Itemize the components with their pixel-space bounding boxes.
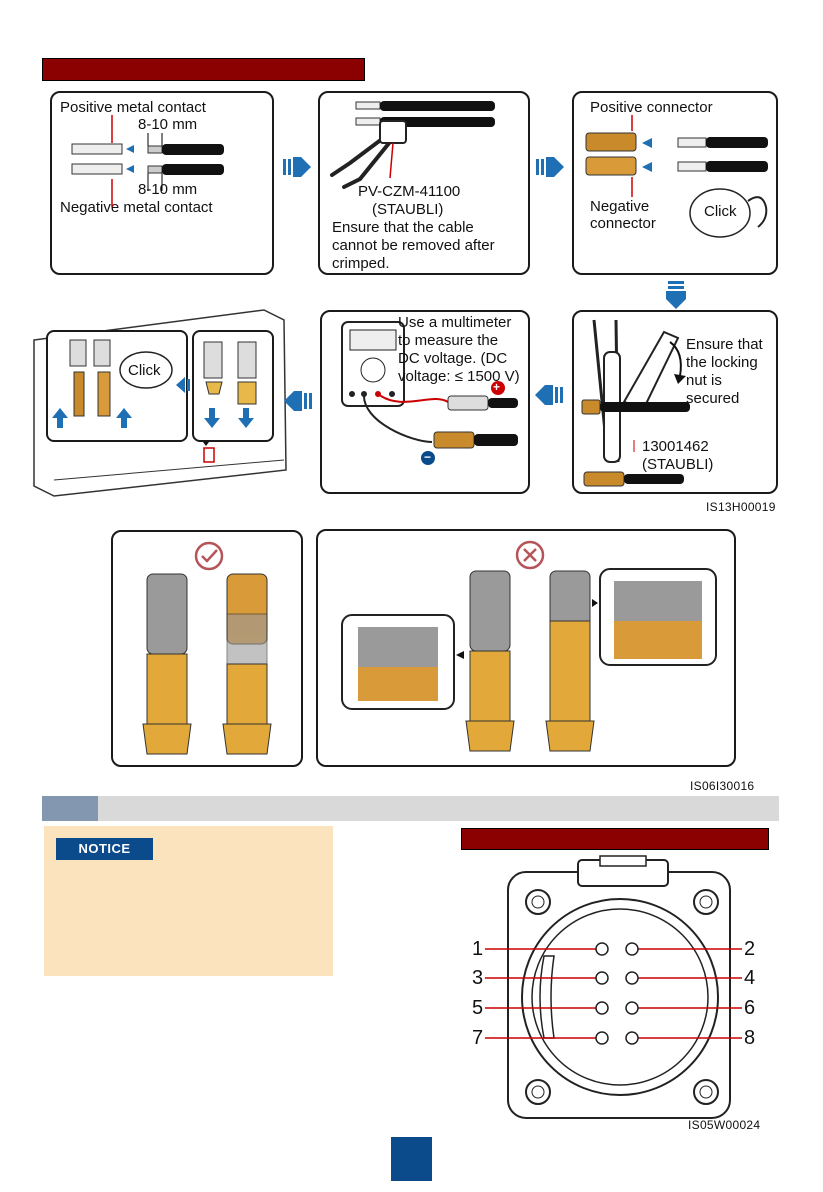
pin-label-3: 3 <box>472 967 484 989</box>
pin-label-2: 2 <box>744 938 756 960</box>
section-header-bar <box>42 796 779 821</box>
arrow-right-icon <box>283 157 311 177</box>
positive-connector-label: Positive connector <box>590 99 713 116</box>
locking-nut-text-line1: Ensure that <box>686 336 763 353</box>
pin-label-4: 4 <box>744 967 756 989</box>
pin-label-1: 1 <box>472 938 484 960</box>
arrow-down-icon <box>666 281 686 309</box>
strip-length-top: 8-10 mm <box>138 116 198 133</box>
pin-label-8: 8 <box>744 1027 756 1049</box>
step2-panel: PV-CZM-41100 (STAUBLI) Ensure that the c… <box>318 91 530 275</box>
arrow-left-icon <box>284 391 312 411</box>
notice-badge-text: NOTICE <box>78 841 131 856</box>
incorrect-connector-panel <box>316 529 736 767</box>
correct-connectors-illustration <box>142 573 272 755</box>
step3-panel: Positive connector Negative connector Cl… <box>572 91 778 275</box>
step5-panel: Use a multimeter to measure the DC volta… <box>320 310 530 494</box>
positive-contact-label: Positive metal contact <box>60 99 206 116</box>
locking-nut-text-line3: nut is <box>686 372 722 389</box>
wrench-illustration <box>581 319 690 487</box>
figure-code: IS06I30016 <box>690 779 755 793</box>
negative-connector-label-line1: Negative <box>590 198 650 215</box>
step6-inverter-illustration: Click <box>14 300 298 500</box>
contact-crimp-illustration <box>71 115 224 207</box>
figure-code: IS13H00019 <box>706 500 776 514</box>
locking-nut-text-line4: secured <box>686 390 740 407</box>
crimping-tool-model: PV-CZM-41100 <box>358 183 461 200</box>
arrow-left-icon <box>535 385 563 405</box>
figure-code: IS05W00024 <box>688 1118 761 1132</box>
step6-connector-detail <box>192 330 274 442</box>
crimp-note-line2: cannot be removed after <box>332 237 495 254</box>
crimping-tool-brand: (STAUBLI) <box>372 201 444 218</box>
multimeter-text-line2: to measure the <box>398 332 499 349</box>
arrow-right-icon <box>536 157 564 177</box>
correct-connector-panel <box>111 530 303 767</box>
section-header-tab <box>42 796 98 821</box>
connector-remove-icon <box>203 341 257 428</box>
positive-sign-icon: + <box>493 380 501 394</box>
multimeter-illustration <box>341 321 518 465</box>
click-bubble-text: Click <box>128 362 161 379</box>
section-title-bar-right <box>461 828 769 850</box>
notice-badge: NOTICE <box>56 838 153 860</box>
correct-check-icon <box>194 541 224 571</box>
pin-label-6: 6 <box>744 997 756 1019</box>
multimeter-text-line3: DC voltage. (DC <box>398 350 508 367</box>
step6-unplug-detail: Click <box>46 330 188 442</box>
crimp-note-line1: Ensure that the cable <box>332 219 474 236</box>
step4-panel: Ensure that the locking nut is secured 1… <box>572 310 778 494</box>
negative-contact-label: Negative metal contact <box>60 199 213 216</box>
incorrect-cross-icon <box>515 540 545 570</box>
negative-connector-label-line2: connector <box>590 215 656 232</box>
click-bubble-text: Click <box>704 203 737 220</box>
pin-label-7: 7 <box>472 1027 484 1049</box>
connector-assembly-illustration <box>585 115 768 238</box>
multimeter-text-line4: voltage: ≤ 1500 V) <box>398 368 520 385</box>
section-title-bar-top <box>42 58 365 81</box>
incorrect-connectors-illustration <box>341 568 717 752</box>
page-marker <box>391 1137 432 1181</box>
multimeter-text-line1: Use a multimeter <box>398 314 512 331</box>
wrench-brand: (STAUBLI) <box>642 456 714 473</box>
crimp-note-line3: crimped. <box>332 255 390 272</box>
pin-label-5: 5 <box>472 997 484 1019</box>
wrench-part-number: 13001462 <box>642 438 709 455</box>
locking-nut-text-line2: the locking <box>686 354 758 371</box>
strip-length-bottom: 8-10 mm <box>138 181 198 198</box>
step1-panel: Positive metal contact 8-10 mm 8-10 mm N… <box>50 91 274 275</box>
signal-port-pinout-diagram <box>485 855 742 1119</box>
crimping-tool-illustration <box>330 101 495 189</box>
connector-insert-icon <box>52 339 173 428</box>
negative-sign-icon: − <box>424 450 432 464</box>
